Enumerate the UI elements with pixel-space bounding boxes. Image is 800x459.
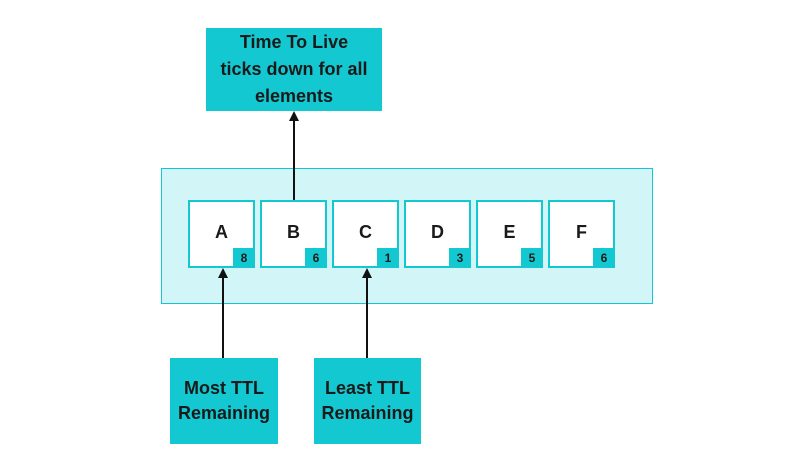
ttl-badge: 1 bbox=[377, 248, 399, 268]
cell-letter: C bbox=[359, 222, 372, 242]
ttl-info-label: Time To Live ticks down for all elements bbox=[220, 32, 368, 106]
least-ttl-label-line1: Least TTL bbox=[324, 378, 410, 398]
most-ttl-label-line2: Remaining bbox=[177, 403, 270, 423]
cell-letter: F bbox=[576, 222, 587, 242]
least-ttl-label-line2: Remaining bbox=[321, 403, 414, 423]
cell-letter: B bbox=[287, 222, 300, 242]
cell-letter: D bbox=[431, 222, 444, 242]
cache-cell-c: C 1 bbox=[332, 200, 399, 268]
ttl-badge: 6 bbox=[305, 248, 327, 268]
most-ttl-box: Most TTL Remaining bbox=[170, 358, 278, 444]
cache-cell-e: E 5 bbox=[476, 200, 543, 268]
cache-cell-a: A 8 bbox=[188, 200, 255, 268]
ttl-badge: 3 bbox=[449, 248, 471, 268]
cache-cell-d: D 3 bbox=[404, 200, 471, 268]
most-ttl-label-line1: Most TTL bbox=[184, 378, 264, 398]
least-ttl-box: Least TTL Remaining bbox=[314, 358, 421, 444]
ttl-badge: 6 bbox=[593, 248, 615, 268]
ttl-info-box: Time To Live ticks down for all elements bbox=[206, 28, 382, 111]
cell-letter: A bbox=[215, 222, 228, 242]
cache-cell-b: B 6 bbox=[260, 200, 327, 268]
cache-cell-f: F 6 bbox=[548, 200, 615, 268]
cell-letter: E bbox=[503, 222, 516, 242]
ttl-badge: 5 bbox=[521, 248, 543, 268]
ttl-badge: 8 bbox=[233, 248, 255, 268]
